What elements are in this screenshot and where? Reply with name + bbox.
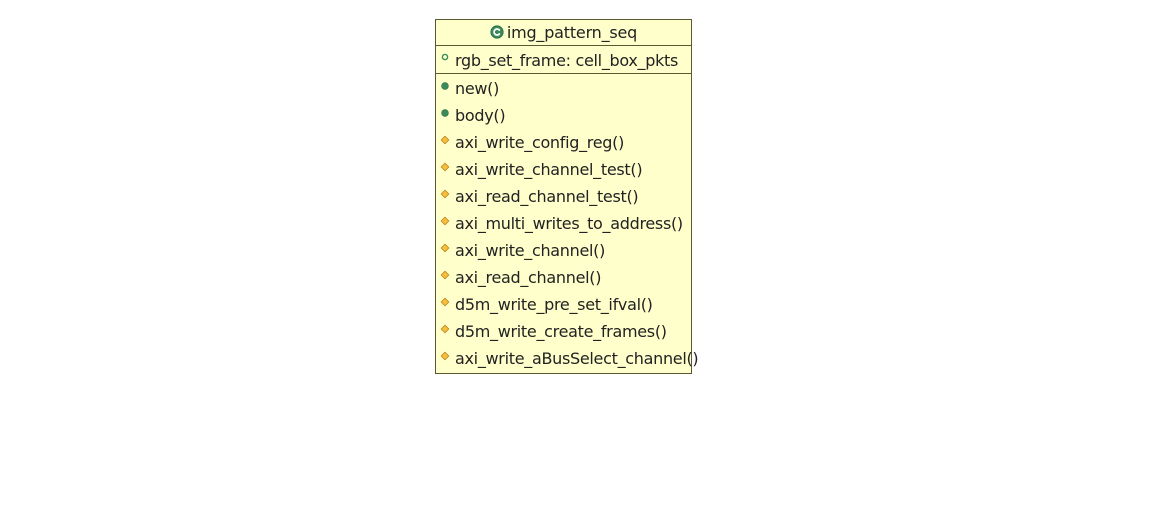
operations-compartment: new() body() axi_write_config_reg() axi_… [436, 74, 699, 373]
operation-row[interactable]: axi_multi_writes_to_address() [436, 210, 691, 237]
operation-row[interactable]: axi_write_config_reg() [436, 129, 691, 156]
protected-method-icon [440, 297, 450, 306]
operation-label: axi_multi_writes_to_address() [455, 214, 683, 233]
protected-method-icon [440, 162, 450, 171]
protected-method-icon [440, 189, 450, 198]
protected-method-icon [440, 135, 450, 144]
operation-row[interactable]: axi_write_aBusSelect_channel() [436, 345, 699, 372]
operation-label: axi_write_channel() [455, 241, 606, 260]
protected-method-icon [440, 351, 450, 360]
class-icon [490, 24, 504, 39]
operation-row[interactable]: new() [436, 75, 691, 102]
class-name: img_pattern_seq [506, 23, 638, 42]
class-header[interactable]: img_pattern_seq [436, 20, 691, 46]
protected-method-icon [440, 270, 450, 279]
operation-label: d5m_write_pre_set_ifval() [455, 295, 653, 314]
uml-class-box[interactable]: img_pattern_seq rgb_set_frame: cell_box_… [435, 19, 699, 374]
operation-row[interactable]: body() [436, 102, 691, 129]
protected-method-icon [440, 216, 450, 225]
public-method-icon [441, 108, 449, 117]
operation-label: axi_write_channel_test() [455, 160, 643, 179]
operation-row[interactable]: axi_read_channel() [436, 264, 691, 291]
operation-label: axi_read_channel_test() [455, 187, 639, 206]
protected-method-icon [440, 243, 450, 252]
operation-row[interactable]: d5m_write_pre_set_ifval() [436, 291, 691, 318]
attribute-label: rgb_set_frame: cell_box_pkts [455, 50, 679, 70]
protected-method-icon [440, 324, 450, 333]
operation-label: new() [455, 79, 500, 98]
operation-row[interactable]: axi_write_channel_test() [436, 156, 691, 183]
operation-row[interactable]: axi_read_channel_test() [436, 183, 691, 210]
operation-row[interactable]: d5m_write_create_frames() [436, 318, 691, 345]
public-method-icon [441, 81, 449, 90]
operation-row[interactable]: axi_write_channel() [436, 237, 691, 264]
attribute-row[interactable]: rgb_set_frame: cell_box_pkts [436, 48, 691, 72]
package-visibility-icon [441, 53, 449, 61]
attributes-compartment: rgb_set_frame: cell_box_pkts [436, 46, 691, 74]
operation-label: body() [455, 106, 506, 125]
operation-label: axi_write_config_reg() [455, 133, 625, 152]
operation-label: axi_read_channel() [455, 268, 602, 287]
operation-label: d5m_write_create_frames() [455, 322, 667, 341]
operation-label: axi_write_aBusSelect_channel() [455, 349, 699, 368]
